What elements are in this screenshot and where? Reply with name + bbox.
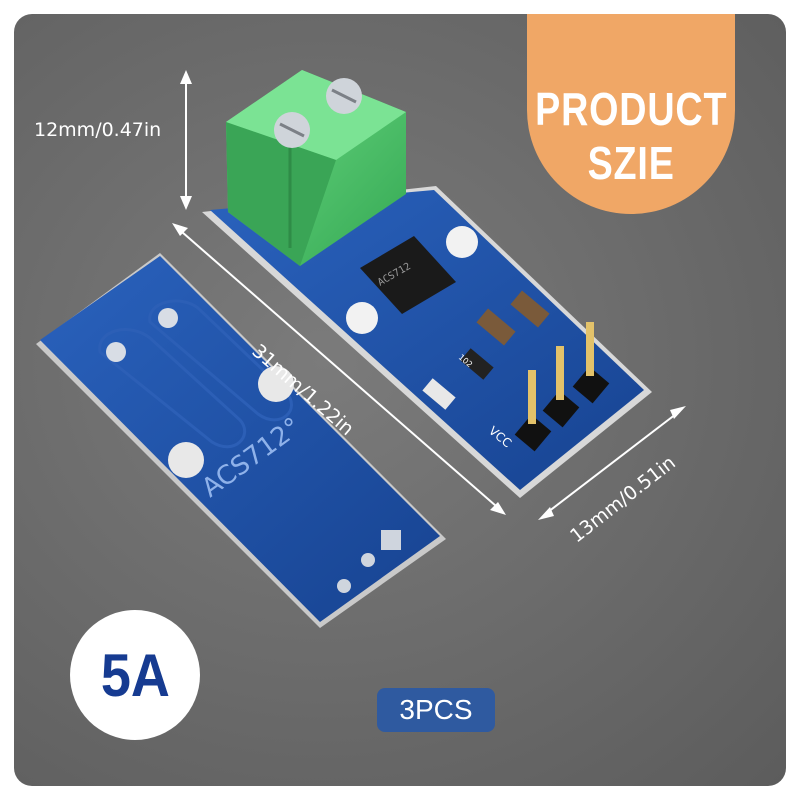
height-dimension-label: 12mm/0.47in (34, 119, 162, 141)
smd-resistor (460, 348, 494, 380)
length-dimension-arrow (172, 223, 506, 515)
back-pad-2 (158, 308, 178, 328)
back-pin-pad (361, 553, 375, 567)
header-pins (514, 322, 610, 452)
product-size-banner: PRODUCT SZIE (527, 14, 735, 214)
product-size-title-line1: PRODUCT (534, 83, 728, 135)
header-pin (528, 370, 536, 424)
back-pin-pad-square (381, 530, 401, 550)
back-pad-1 (106, 342, 126, 362)
back-pin-pad (337, 579, 351, 593)
pcb-front-side: ACS712 102 VCC (202, 186, 652, 498)
header-pin (556, 346, 564, 400)
current-rating-text: 5A (100, 641, 170, 709)
current-rating-badge: 5A (70, 610, 200, 740)
pcb-back-side: ACS712° (36, 253, 446, 628)
acs712-chip: ACS712 (360, 236, 456, 314)
header-pin (586, 322, 594, 376)
mounting-hole-icon (346, 302, 378, 334)
smd-capacitor (510, 290, 550, 328)
smd-capacitor (476, 308, 516, 346)
width-dimension-arrow (538, 406, 686, 520)
mounting-hole-icon (258, 366, 294, 402)
product-size-title-line2: SZIE (587, 137, 675, 189)
mounting-hole-icon (168, 442, 204, 478)
screw-terminal-block (226, 70, 406, 266)
power-led (422, 378, 456, 410)
quantity-badge: 3PCS (377, 688, 495, 732)
height-dimension-arrow (180, 70, 192, 210)
mounting-hole-icon (446, 226, 478, 258)
